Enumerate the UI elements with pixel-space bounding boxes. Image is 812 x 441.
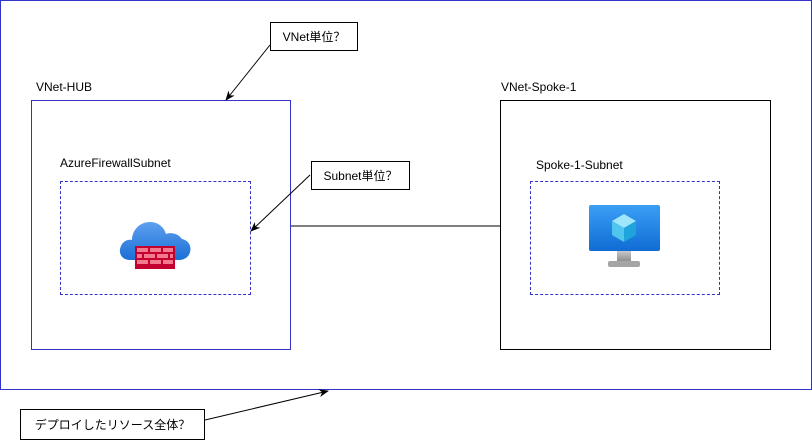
spoke-vnet-label: VNet-Spoke-1 — [501, 80, 577, 94]
vnet-callout-arrow — [225, 44, 271, 101]
spoke-subnet-label: Spoke-1-Subnet — [536, 158, 623, 172]
hub-vnet-box — [31, 100, 291, 350]
deployed-resources-callout: デプロイしたリソース全体？ — [20, 409, 205, 440]
subnet-callout-arrow — [250, 174, 311, 232]
vnet-unit-callout: VNet単位？ — [270, 22, 358, 51]
hub-vnet-label: VNet-HUB — [36, 80, 93, 94]
hub-subnet-box — [60, 181, 251, 295]
virtual-machine-icon — [589, 205, 660, 267]
hub-subnet-label: AzureFirewallSubnet — [60, 156, 171, 170]
azure-firewall-icon — [119, 222, 191, 269]
subnet-unit-callout: Subnet単位？ — [311, 161, 410, 190]
deployment-callout-arrow — [204, 389, 329, 421]
spoke-vnet-box — [500, 100, 771, 350]
spoke-subnet-box — [530, 181, 720, 295]
